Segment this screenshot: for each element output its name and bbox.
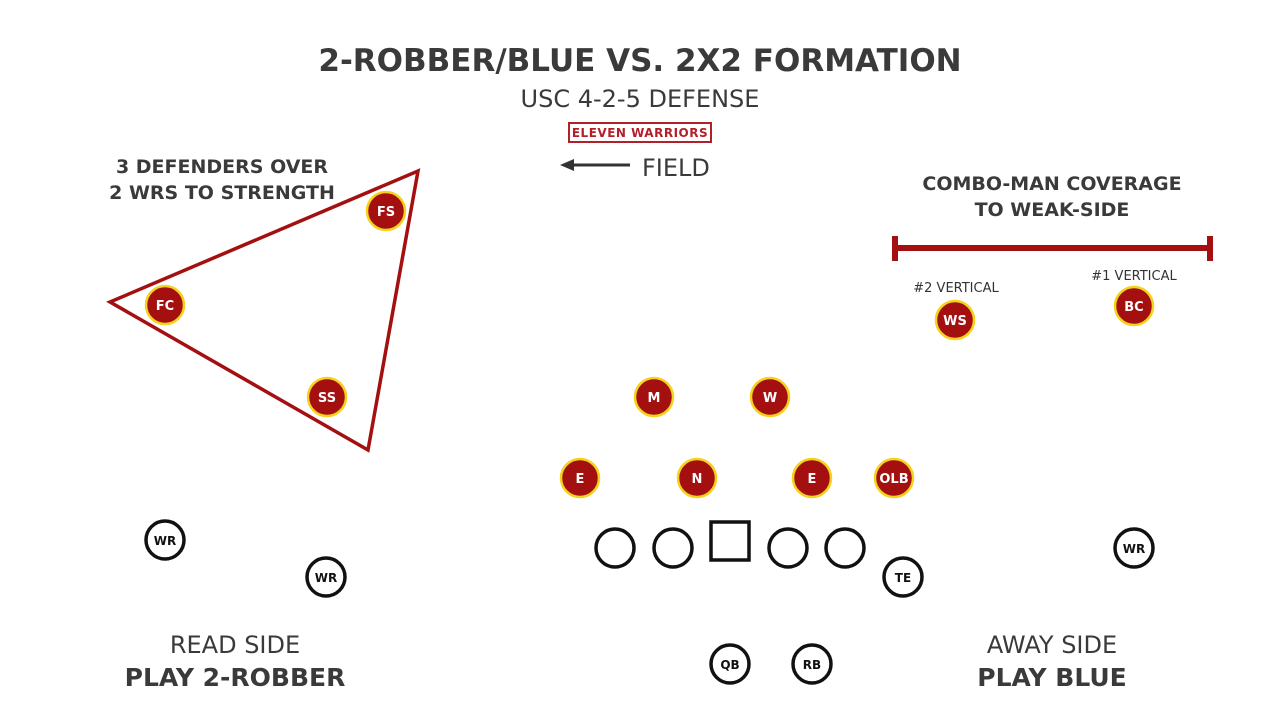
player-marker [144,284,186,326]
diagram-subtitle: USC 4-2-5 DEFENSE [521,85,760,113]
defender-fs: FS [365,190,407,232]
player-label: FC [156,299,174,314]
offense-qb: QB [709,643,751,685]
offense-te: TE [882,556,924,598]
offensive-lineman [594,527,636,569]
defender-bc: BC [1113,285,1155,327]
center-square [709,520,751,562]
player-marker [934,299,976,341]
player-marker [144,519,186,561]
offense-wr: WR [305,556,347,598]
left-note-line2: 2 WRS TO STRENGTH [109,182,335,204]
weak-side-bracket [892,236,1213,261]
player-marker [305,556,347,598]
bc-route-label: #1 VERTICAL [1091,269,1177,284]
player-label: WR [1123,542,1145,556]
eleven-warriors-logo: ELEVEN WARRIORS [568,122,712,143]
player-marker [791,643,833,685]
player-label: OLB [879,472,908,487]
offense-wr: WR [144,519,186,561]
ws-route-label: #2 VERTICAL [913,281,999,296]
player-marker [1113,285,1155,327]
defender-fc: FC [144,284,186,326]
offense-wr: WR [1113,527,1155,569]
defender-w: W [749,376,791,418]
player-label: WR [154,534,176,548]
read-side-label: READ SIDE [170,631,300,659]
player-label: WR [315,571,337,585]
away-side-label: AWAY SIDE [987,631,1117,659]
defender-n: N [676,457,718,499]
defender-ss: SS [306,376,348,418]
player-label: N [692,472,703,487]
player-label: WS [943,314,967,329]
away-side-call: PLAY BLUE [977,663,1127,692]
player-label: M [648,391,661,406]
player-label: W [763,391,777,406]
svg-text:ELEVEN WARRIORS: ELEVEN WARRIORS [572,126,708,140]
right-note-line2: TO WEAK-SIDE [975,199,1130,221]
offensive-lineman [767,527,809,569]
player-label: E [808,472,817,487]
player-marker [633,376,675,418]
player-marker [749,376,791,418]
defender-m: M [633,376,675,418]
player-marker [709,643,751,685]
offensive-lineman [652,527,694,569]
player-label: RB [803,658,821,672]
player-label: E [576,472,585,487]
field-label: FIELD [642,154,710,182]
player-label: QB [720,658,739,672]
read-side-call: PLAY 2-ROBBER [125,663,346,692]
player-marker [1113,527,1155,569]
offense-players: WR WR TE WR QB RB [144,519,1155,685]
diagram-title: 2-ROBBER/BLUE VS. 2X2 FORMATION [318,43,961,79]
player-marker [365,190,407,232]
player-marker [306,376,348,418]
field-direction-arrow-icon [560,159,630,171]
player-marker [791,457,833,499]
player-label: SS [318,391,336,406]
defense-players: FS FC SS M W E N E OLB WS BC [144,190,1155,499]
player-marker [559,457,601,499]
offense-rb: RB [791,643,833,685]
player-label: TE [895,571,911,585]
player-label: BC [1124,300,1143,315]
player-label: FS [377,205,395,220]
player-marker [882,556,924,598]
left-note-line1: 3 DEFENDERS OVER [116,156,328,178]
player-marker [873,457,915,499]
defender-e: E [559,457,601,499]
player-marker [676,457,718,499]
defender-e: E [791,457,833,499]
defender-ws: WS [934,299,976,341]
strength-triangle [106,168,421,453]
offensive-lineman [824,527,866,569]
defender-olb: OLB [873,457,915,499]
right-note-line1: COMBO-MAN COVERAGE [922,173,1181,195]
